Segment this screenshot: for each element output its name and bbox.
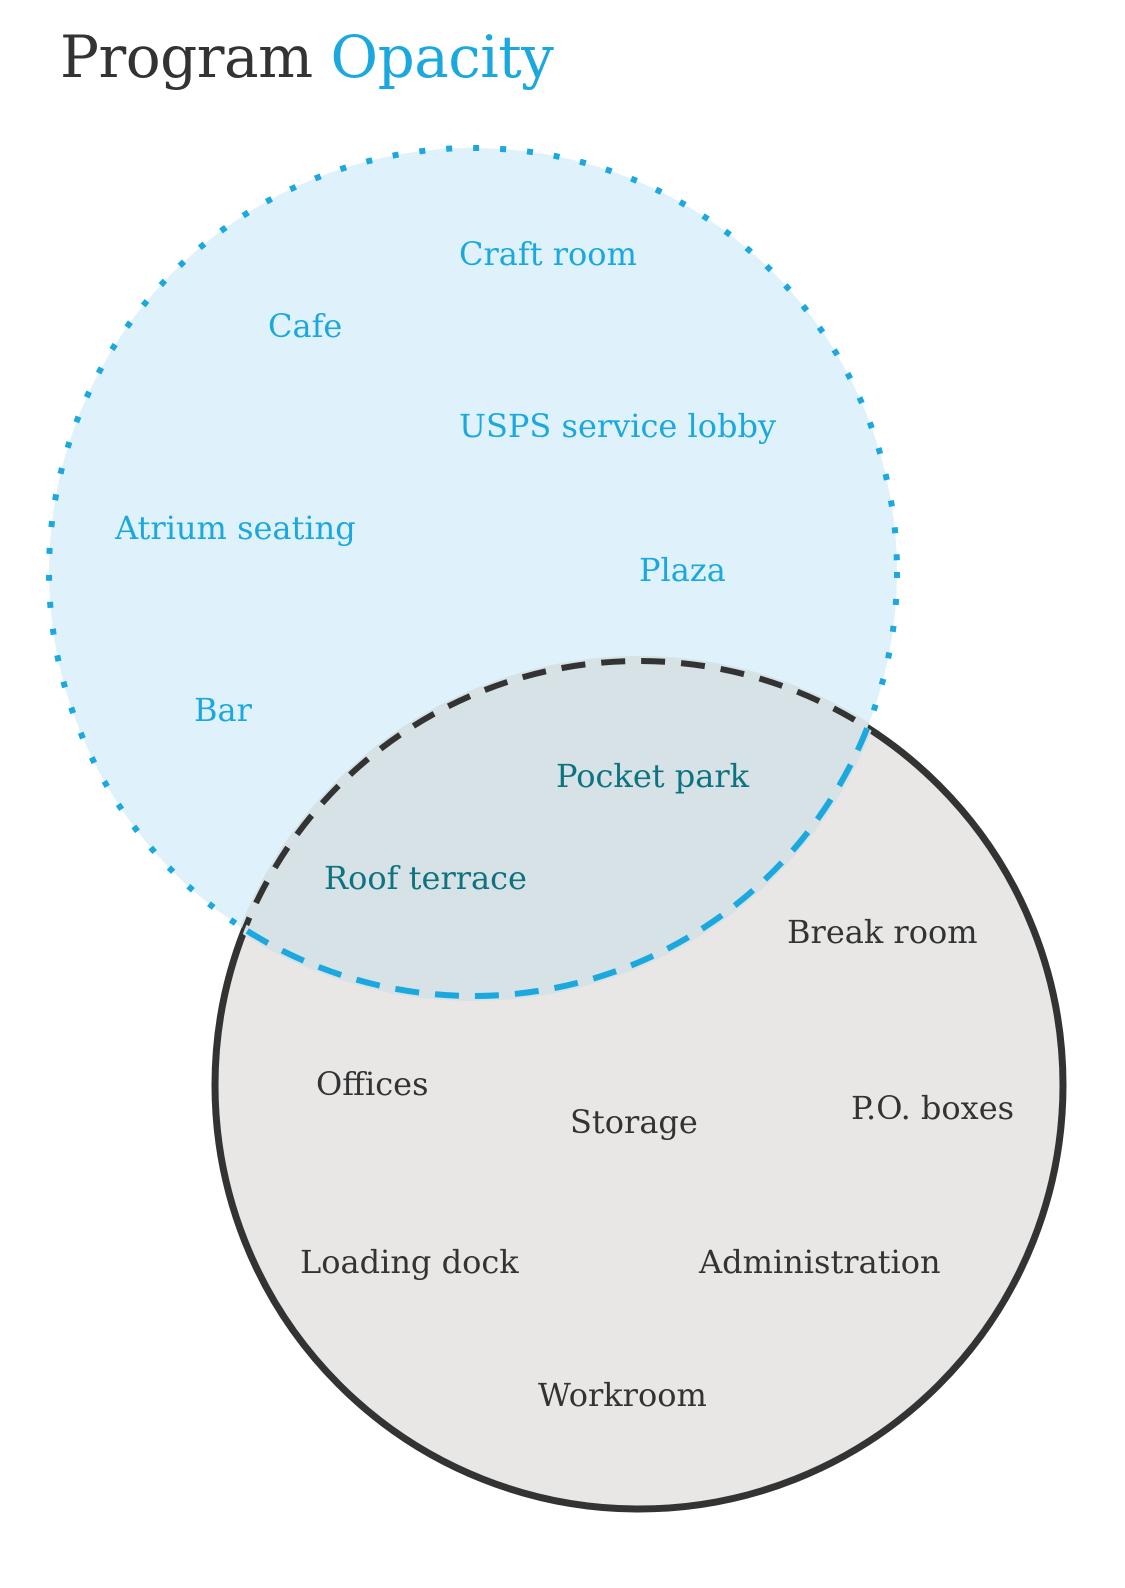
label-offices: Offices [316,1065,428,1103]
label-po-boxes: P.O. boxes [851,1089,1014,1127]
overlap-outline-lower [215,661,902,1001]
title-prefix: Program [60,23,313,91]
label-roof-terrace: Roof terrace [324,859,527,897]
label-cafe: Cafe [268,307,342,345]
label-bar: Bar [194,691,253,729]
label-craft-room: Craft room [459,235,637,273]
title-highlight: Opacity [330,23,554,91]
diagram-title: Program Opacity [60,28,554,86]
public-circle-outline [46,145,900,999]
label-pocket-park: Pocket park [556,757,750,795]
label-loading-dock: Loading dock [300,1243,519,1281]
overlap-outline-dark [210,656,897,996]
label-break-room: Break room [787,913,978,951]
label-administration: Administration [698,1243,941,1281]
label-storage: Storage [570,1103,698,1141]
label-workroom: Workroom [538,1376,707,1414]
label-plaza: Plaza [639,551,726,589]
label-usps-service-lobby: USPS service lobby [459,407,776,445]
label-atrium-seating: Atrium seating [114,509,356,547]
